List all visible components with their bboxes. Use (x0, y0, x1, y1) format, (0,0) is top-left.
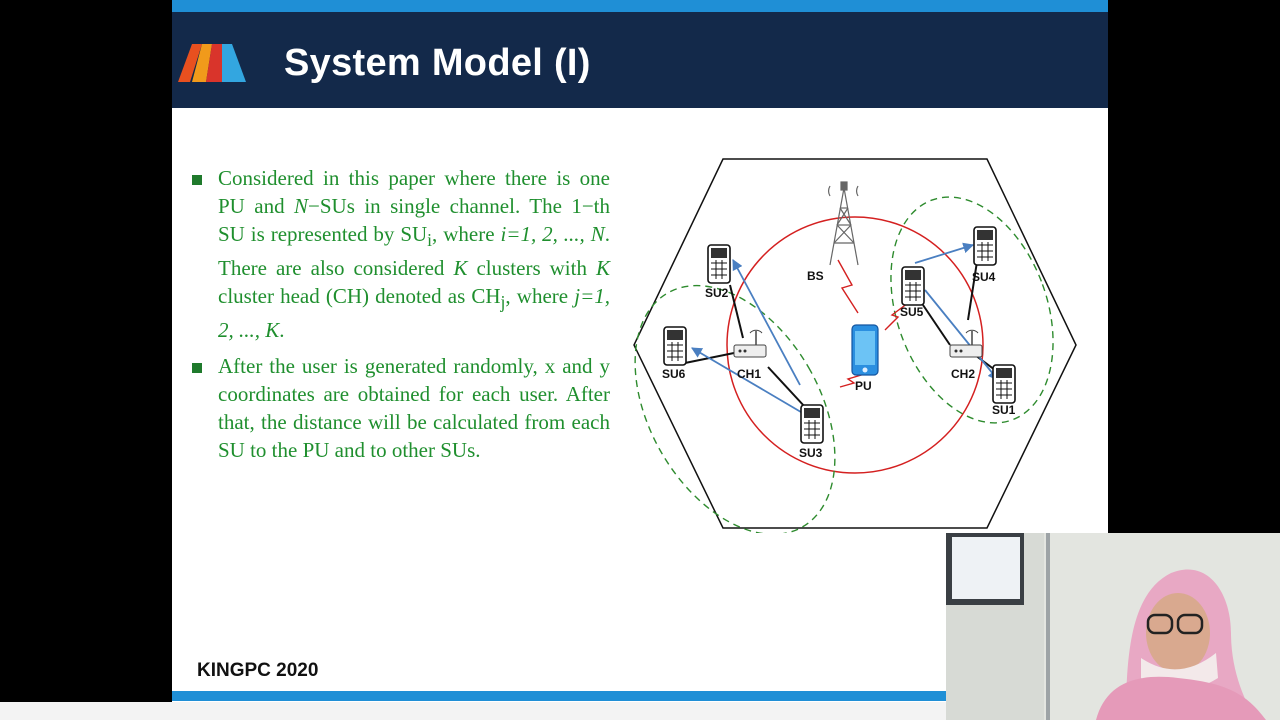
bullet-marker (192, 363, 202, 374)
cluster-1-boundary (634, 284, 836, 533)
conference-footer: KINGPC 2020 (197, 660, 319, 681)
bullet-list: Considered in this paper where there is … (192, 164, 612, 472)
su4-phone-icon (973, 226, 997, 266)
cluster-head-1-router-icon (733, 329, 767, 358)
bottom-taskbar-strip (0, 702, 946, 720)
network-diagram: BS PU CH1 CH2 SU1 SU2 SU3 SU4 SU5 SU6 (633, 158, 1077, 533)
cluster-head-2-router-icon (949, 329, 983, 358)
label-su5: SU5 (900, 305, 924, 319)
pu-coverage-circle (726, 216, 984, 474)
bullet-marker (192, 175, 202, 185)
slide-header: System Model (I) (172, 12, 1108, 108)
su5-phone-icon (901, 266, 925, 306)
base-station-icon (828, 181, 859, 266)
label-pu: PU (855, 379, 872, 393)
label-su1: SU1 (992, 403, 1016, 417)
label-su4: SU4 (972, 270, 996, 284)
slide-title: System Model (I) (284, 42, 591, 84)
bullet-item: Considered in this paper where there is … (192, 164, 612, 344)
primary-user-phone-icon (851, 324, 879, 376)
interference-signals (837, 259, 909, 388)
label-ch1: CH1 (737, 367, 761, 381)
bullet-text: Considered in this paper where there is … (218, 166, 611, 343)
su3-phone-icon (800, 404, 824, 444)
label-ch2: CH2 (951, 367, 975, 381)
data-arrows (691, 242, 999, 416)
label-su6: SU6 (662, 367, 686, 381)
label-bs: BS (807, 269, 824, 283)
presenter-webcam-feed (946, 533, 1280, 720)
su1-phone-icon (992, 364, 1016, 404)
conference-logo-icon (178, 44, 246, 82)
label-su3: SU3 (799, 446, 823, 460)
bullet-item: After the user is generated randomly, x … (192, 352, 612, 464)
label-su2: SU2 (705, 286, 729, 300)
bottom-accent-stripe (172, 691, 1108, 701)
su2-phone-icon (707, 244, 731, 284)
bullet-text: After the user is generated randomly, x … (218, 354, 610, 463)
su6-phone-icon (663, 326, 687, 366)
top-accent-stripe (172, 0, 1108, 12)
